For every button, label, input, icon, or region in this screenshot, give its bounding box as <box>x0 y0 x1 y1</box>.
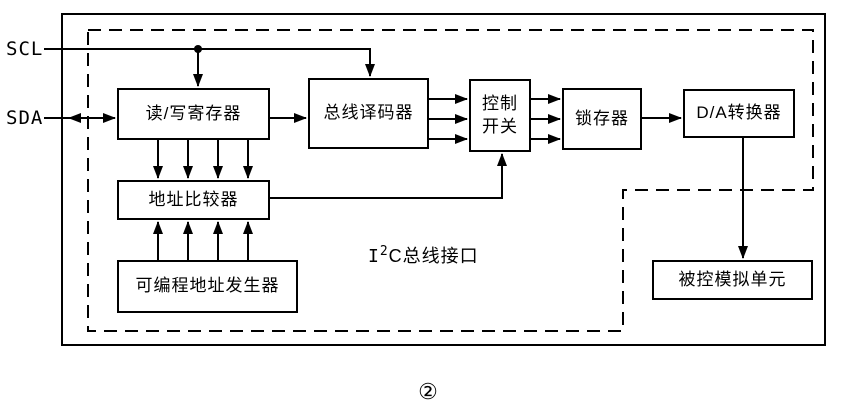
i2c-caption-superscript: 2 <box>379 244 389 259</box>
block-label: D/A转换器 <box>696 103 782 123</box>
scl-junction-dot <box>194 45 202 53</box>
block-label: 锁存器 <box>575 108 629 128</box>
block-label-line1: 控制 <box>482 93 518 113</box>
block-label: 可编程地址发生器 <box>135 276 280 296</box>
block-address-comparator: 地址比较器 <box>117 180 270 220</box>
dashed-boundary <box>87 29 814 332</box>
scl-pin-label: SCL <box>6 38 44 60</box>
block-label-line2: 开关 <box>482 116 518 136</box>
block-read-write-register: 读/写寄存器 <box>117 88 270 140</box>
block-bus-decoder: 总线译码器 <box>308 78 429 149</box>
outer-frame <box>61 13 826 346</box>
block-controlled-analog-unit: 被控模拟单元 <box>652 260 813 300</box>
block-label: 地址比较器 <box>148 189 239 209</box>
block-programmable-address-generator: 可编程地址发生器 <box>117 260 298 313</box>
block-label: 总线译码器 <box>323 103 414 123</box>
block-control-switch: 控制 开关 <box>469 79 531 152</box>
i2c-caption-prefix: I <box>368 246 380 267</box>
block-label: 读/写寄存器 <box>145 103 242 123</box>
sda-pin-label: SDA <box>6 107 44 129</box>
block-latch: 锁存器 <box>562 88 642 150</box>
block-da-converter: D/A转换器 <box>683 89 795 138</box>
edge-comparator-to-switch <box>270 153 507 199</box>
i2c-bus-interface-caption: I2C总线接口 <box>368 242 479 268</box>
edge-scl-to-bus-decoder <box>44 48 375 77</box>
i2c-caption-suffix: C总线接口 <box>388 246 479 266</box>
block-label: 被控模拟单元 <box>678 269 787 289</box>
figure-number: ② <box>418 379 438 404</box>
